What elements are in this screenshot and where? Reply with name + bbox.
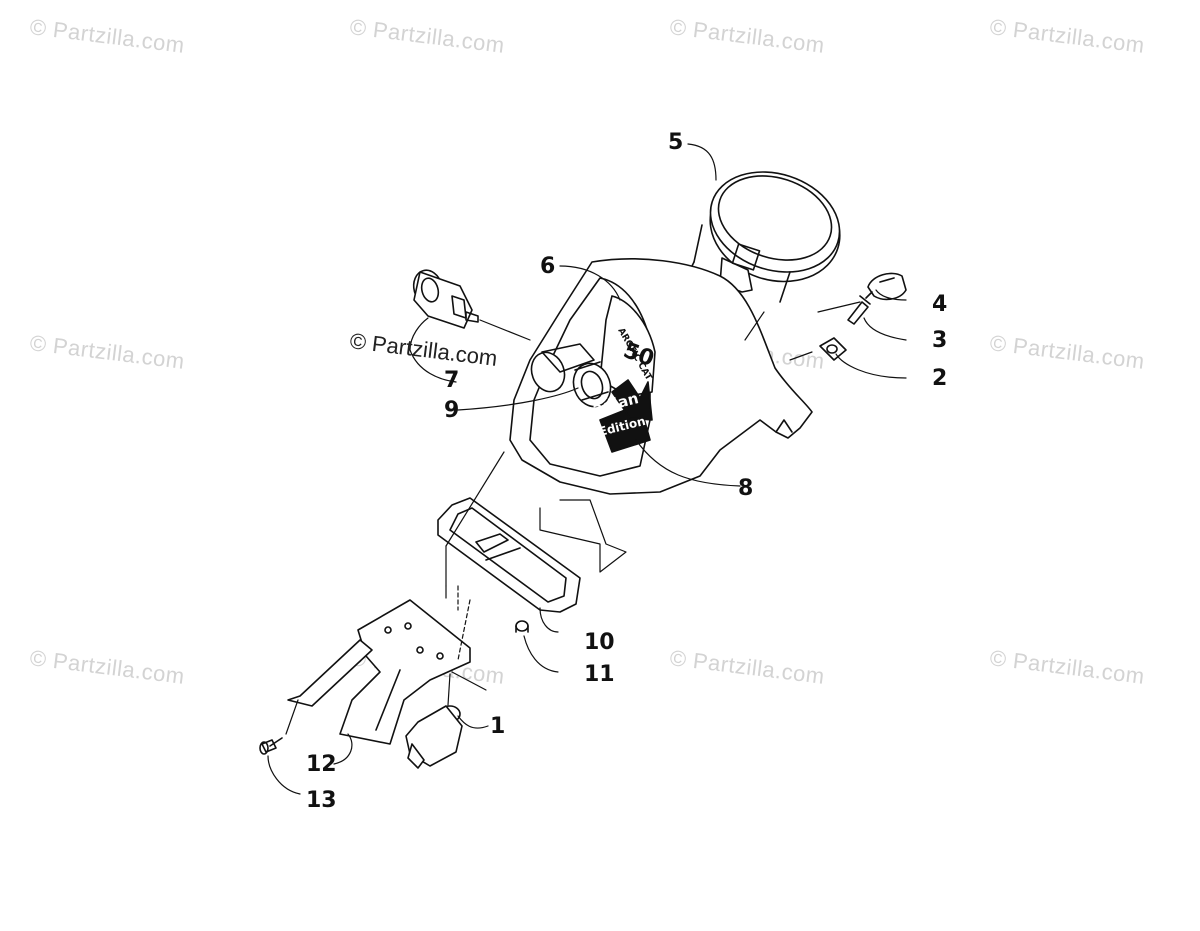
callout-10: 10 bbox=[584, 630, 615, 655]
callout-4: 4 bbox=[932, 292, 948, 317]
callout-7: 7 bbox=[444, 368, 460, 393]
assembly-lines bbox=[285, 301, 861, 735]
callout-12: 12 bbox=[306, 752, 337, 777]
callout-6: 6 bbox=[540, 254, 556, 279]
callout-2: 2 bbox=[932, 366, 948, 391]
callout-5: 5 bbox=[668, 130, 684, 155]
part-2-nut bbox=[819, 337, 847, 361]
part-3-key bbox=[847, 295, 871, 325]
part-9-grommet bbox=[572, 361, 612, 408]
part-1-switch bbox=[405, 705, 463, 769]
callout-11: 11 bbox=[584, 662, 615, 687]
part-7-power-outlet bbox=[412, 269, 479, 329]
part-4-key-cap bbox=[865, 272, 907, 301]
callout-13: 13 bbox=[306, 788, 337, 813]
callout-9: 9 bbox=[444, 398, 460, 423]
part-10-bezel bbox=[437, 497, 581, 613]
leader-lines bbox=[267, 143, 907, 795]
callout-8: 8 bbox=[738, 476, 754, 501]
part-11-nut bbox=[515, 620, 529, 633]
part-5-gauge bbox=[691, 171, 841, 303]
part-13-rivet bbox=[259, 737, 283, 755]
part-12-bracket bbox=[287, 599, 471, 745]
part-6-housing bbox=[509, 258, 813, 495]
callout-3: 3 bbox=[932, 328, 948, 353]
callout-1: 1 bbox=[490, 714, 506, 739]
